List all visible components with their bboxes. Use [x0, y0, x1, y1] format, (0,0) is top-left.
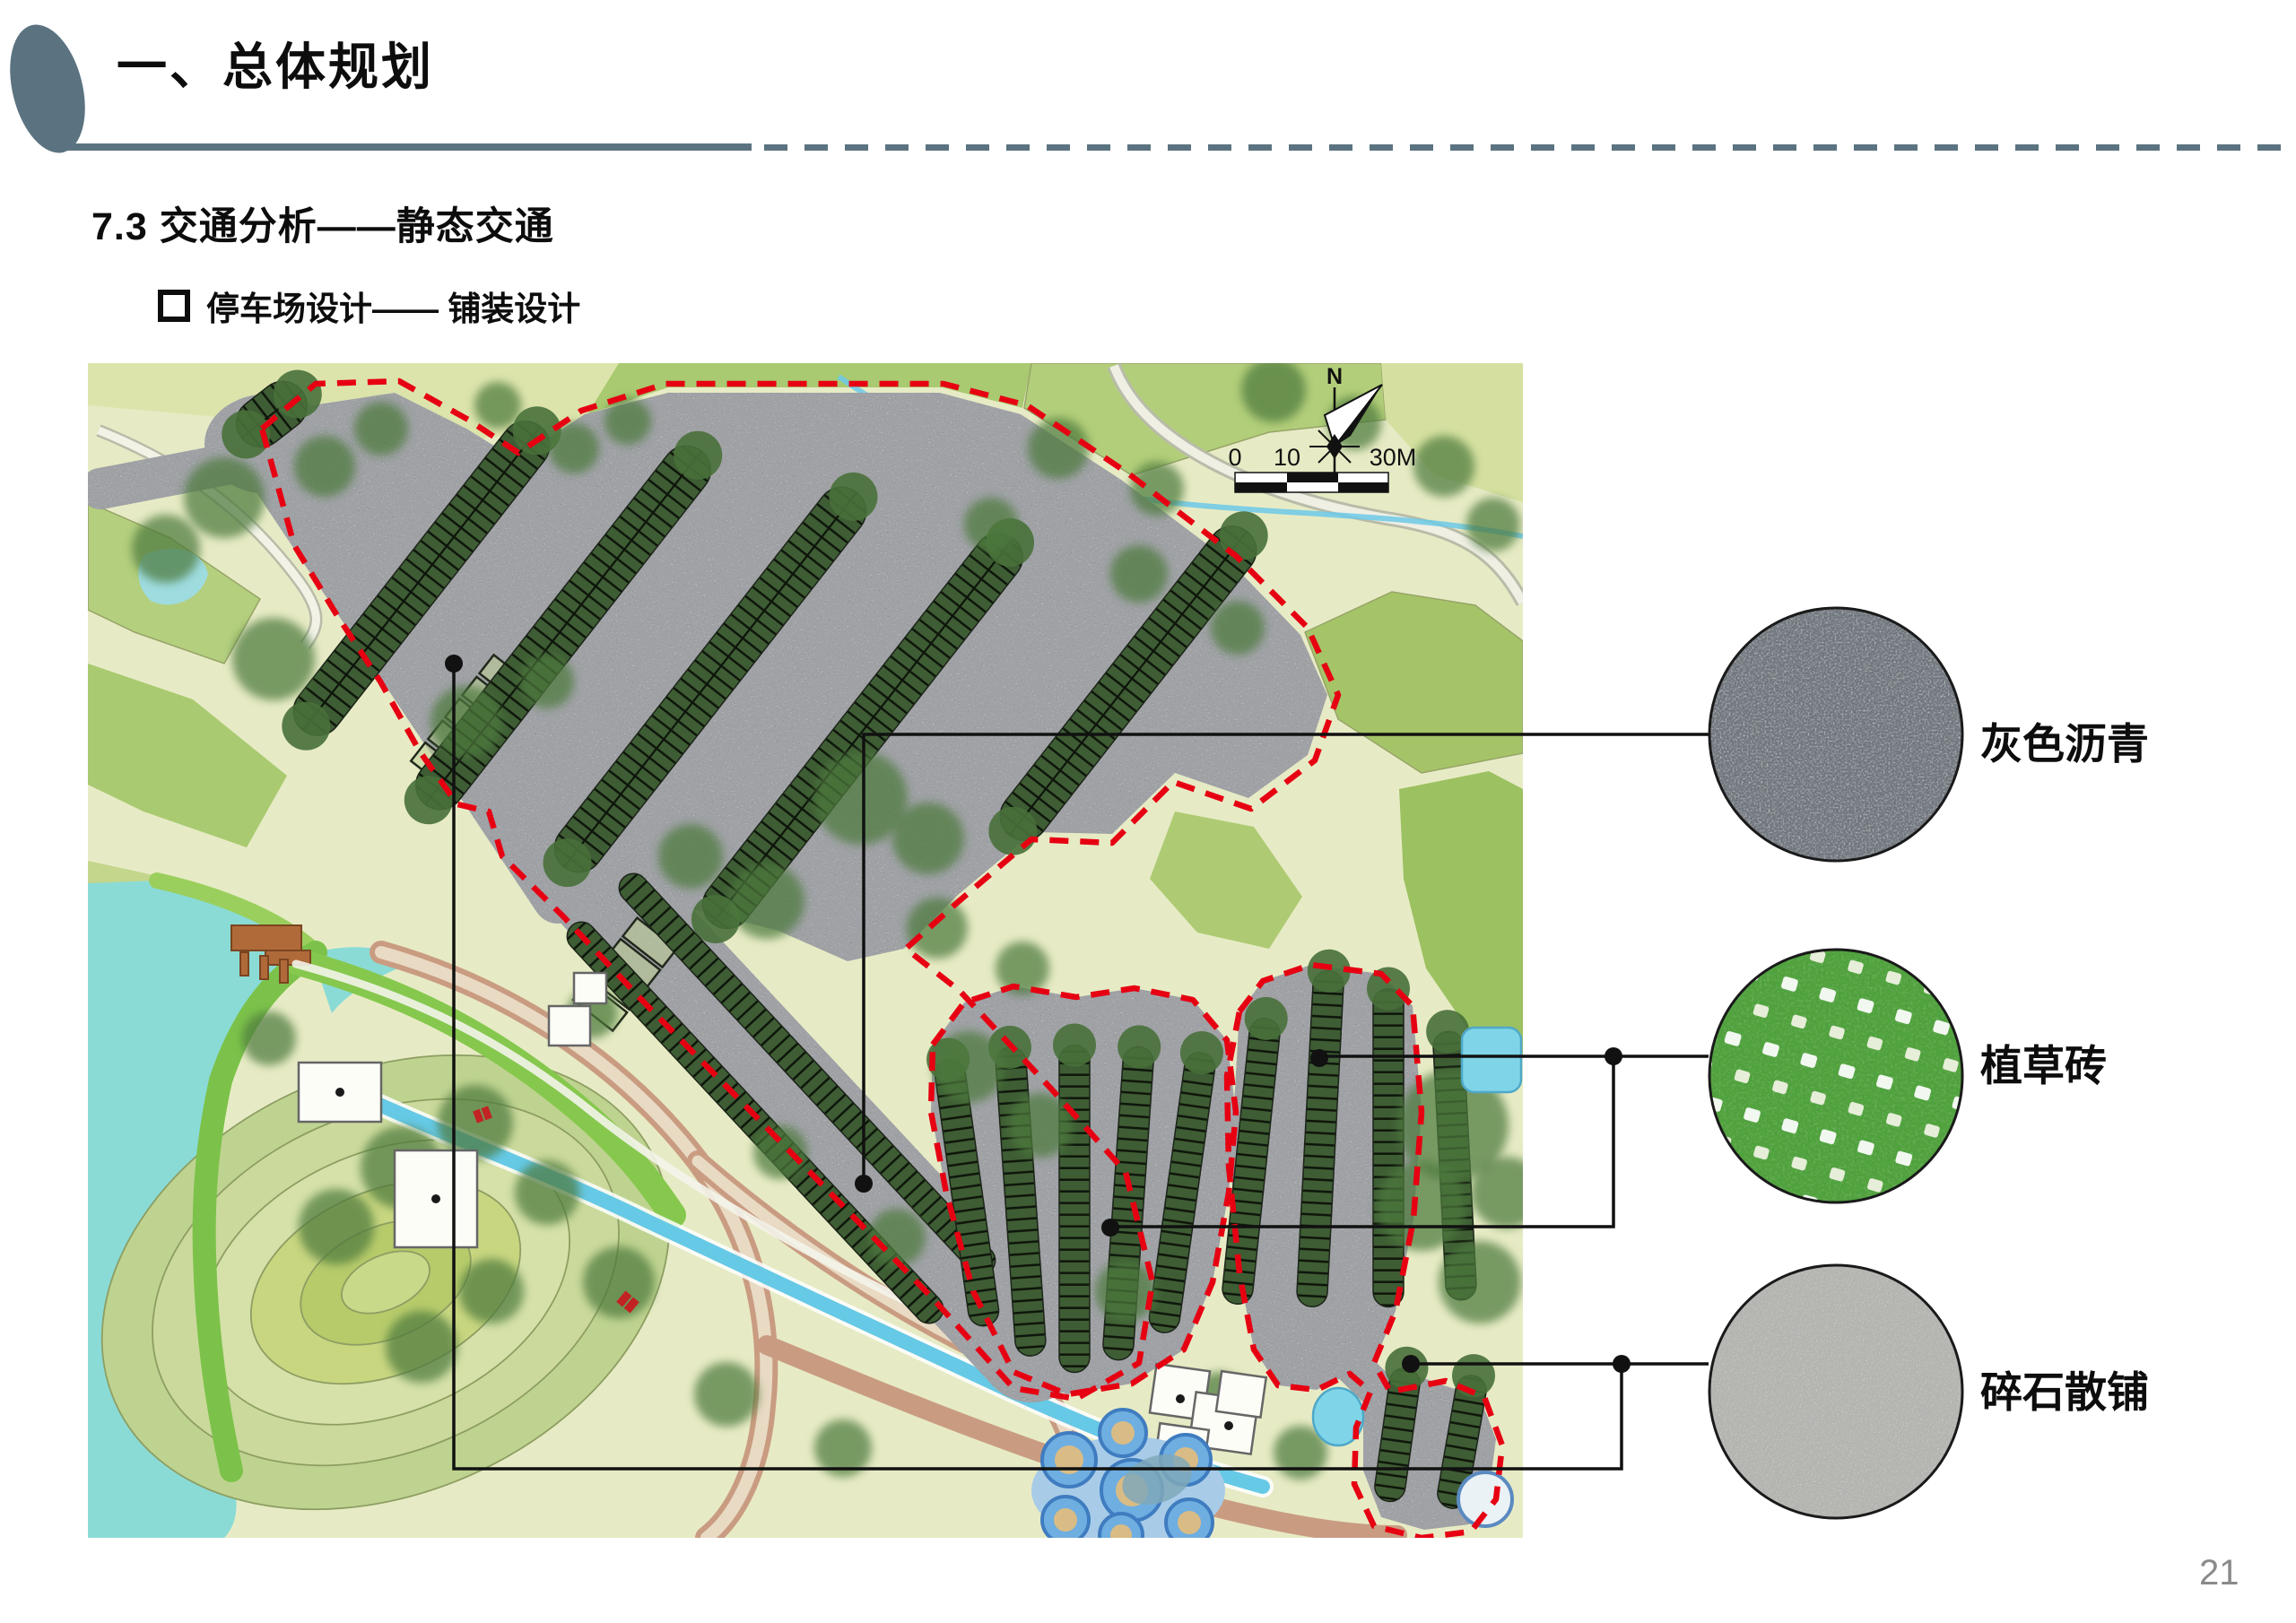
north-arrow-icon: N [1309, 364, 1383, 480]
svg-text:0: 0 [1228, 444, 1241, 471]
header-accent-oval [0, 16, 98, 161]
page-title: 一、总体规划 [117, 39, 434, 95]
page-number: 21 [2199, 1553, 2239, 1593]
svg-text:N: N [1326, 364, 1343, 389]
material-label-grass-paver: 植草砖 [1980, 1042, 2107, 1089]
header-rule-solid [63, 143, 752, 151]
material-label-asphalt: 灰色沥青 [1980, 720, 2149, 768]
swatch-grass-paver [1706, 946, 1966, 1206]
bullet-line: 停车场设计—— 铺装设计 [158, 282, 580, 330]
section-subtitle: 7.3 交通分析——静态交通 [91, 205, 554, 248]
dock [230, 924, 311, 984]
svg-text:10: 10 [1274, 444, 1300, 471]
material-label-gravel: 碎石散铺 [1980, 1368, 2149, 1416]
site-plan-map: N 0 10 30M [80, 358, 1543, 1558]
bullet-square-icon [158, 290, 190, 322]
scale-bar: 0 10 30M [1228, 444, 1417, 493]
swatch-gravel [1706, 1262, 1966, 1522]
header-rule-dashed [764, 144, 2283, 151]
svg-text:30M: 30M [1370, 444, 1417, 471]
swatch-gray-asphalt [1706, 604, 1966, 864]
bullet-label: 停车场设计—— 铺装设计 [206, 291, 581, 327]
